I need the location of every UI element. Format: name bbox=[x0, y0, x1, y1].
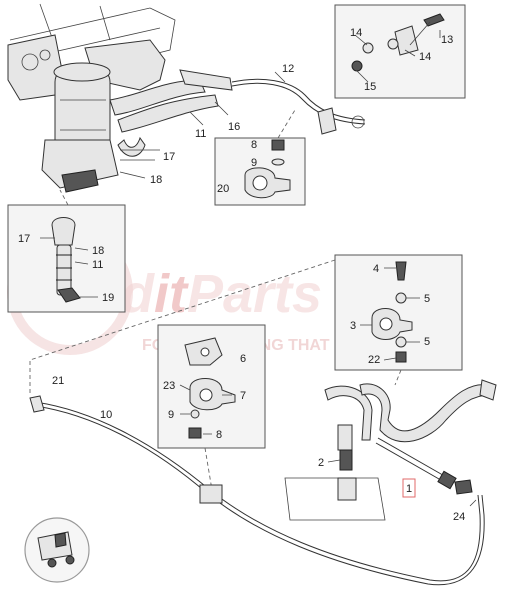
callout-15: 15 bbox=[364, 81, 376, 93]
callout-1: 1 bbox=[406, 483, 412, 495]
callout-5-upper: 5 bbox=[424, 293, 430, 305]
callout-23: 23 bbox=[163, 380, 175, 392]
callout-7: 7 bbox=[240, 390, 246, 402]
callout-14-right: 14 bbox=[419, 51, 431, 63]
callout-20: 20 bbox=[217, 183, 229, 195]
overview-thumbnail bbox=[24, 517, 90, 583]
callout-9-upper: 9 bbox=[251, 157, 257, 169]
callout-11-detail: 11 bbox=[92, 259, 103, 271]
callout-3: 3 bbox=[350, 320, 356, 332]
bracket-box bbox=[157, 324, 266, 491]
fitting-box bbox=[334, 254, 463, 386]
callout-9-lower: 9 bbox=[168, 409, 174, 421]
callout-1-highlight bbox=[402, 478, 416, 498]
callout-6: 6 bbox=[240, 353, 246, 365]
callout-2: 2 bbox=[318, 457, 324, 469]
callout-8-upper: 8 bbox=[251, 139, 257, 151]
callout-18-upper: 18 bbox=[150, 174, 162, 186]
callout-10: 10 bbox=[100, 409, 112, 421]
callout-11-upper: 11 bbox=[195, 128, 206, 140]
callout-17-detail: 17 bbox=[18, 233, 30, 245]
callout-16: 16 bbox=[228, 121, 240, 133]
callout-labels: 12 11 16 17 18 14 14 13 15 8 9 20 17 18 … bbox=[18, 27, 465, 523]
clamp-box-upper bbox=[214, 109, 306, 206]
watermark-brand: FinditParts bbox=[40, 264, 322, 324]
hose-assembly bbox=[29, 379, 497, 586]
callout-14-left: 14 bbox=[350, 27, 362, 39]
callout-4: 4 bbox=[373, 263, 379, 275]
engine-filter-assembly bbox=[7, 3, 366, 193]
callout-19: 19 bbox=[102, 292, 114, 304]
callout-22: 22 bbox=[368, 354, 380, 366]
callout-21: 21 bbox=[52, 375, 64, 387]
valve-detail-box bbox=[7, 189, 126, 313]
callout-17-upper: 17 bbox=[163, 151, 175, 163]
callout-24: 24 bbox=[453, 511, 465, 523]
callout-8-lower: 8 bbox=[216, 429, 222, 441]
callout-12: 12 bbox=[282, 63, 294, 75]
bolt-kit-box bbox=[334, 4, 466, 99]
callout-5-lower: 5 bbox=[424, 336, 430, 348]
leader-dashed bbox=[29, 259, 336, 395]
watermark: FinditParts FOR EVERYTHING THAT MOVES bbox=[7, 229, 392, 355]
callout-18-detail: 18 bbox=[92, 245, 104, 257]
callout-13: 13 bbox=[441, 34, 453, 46]
